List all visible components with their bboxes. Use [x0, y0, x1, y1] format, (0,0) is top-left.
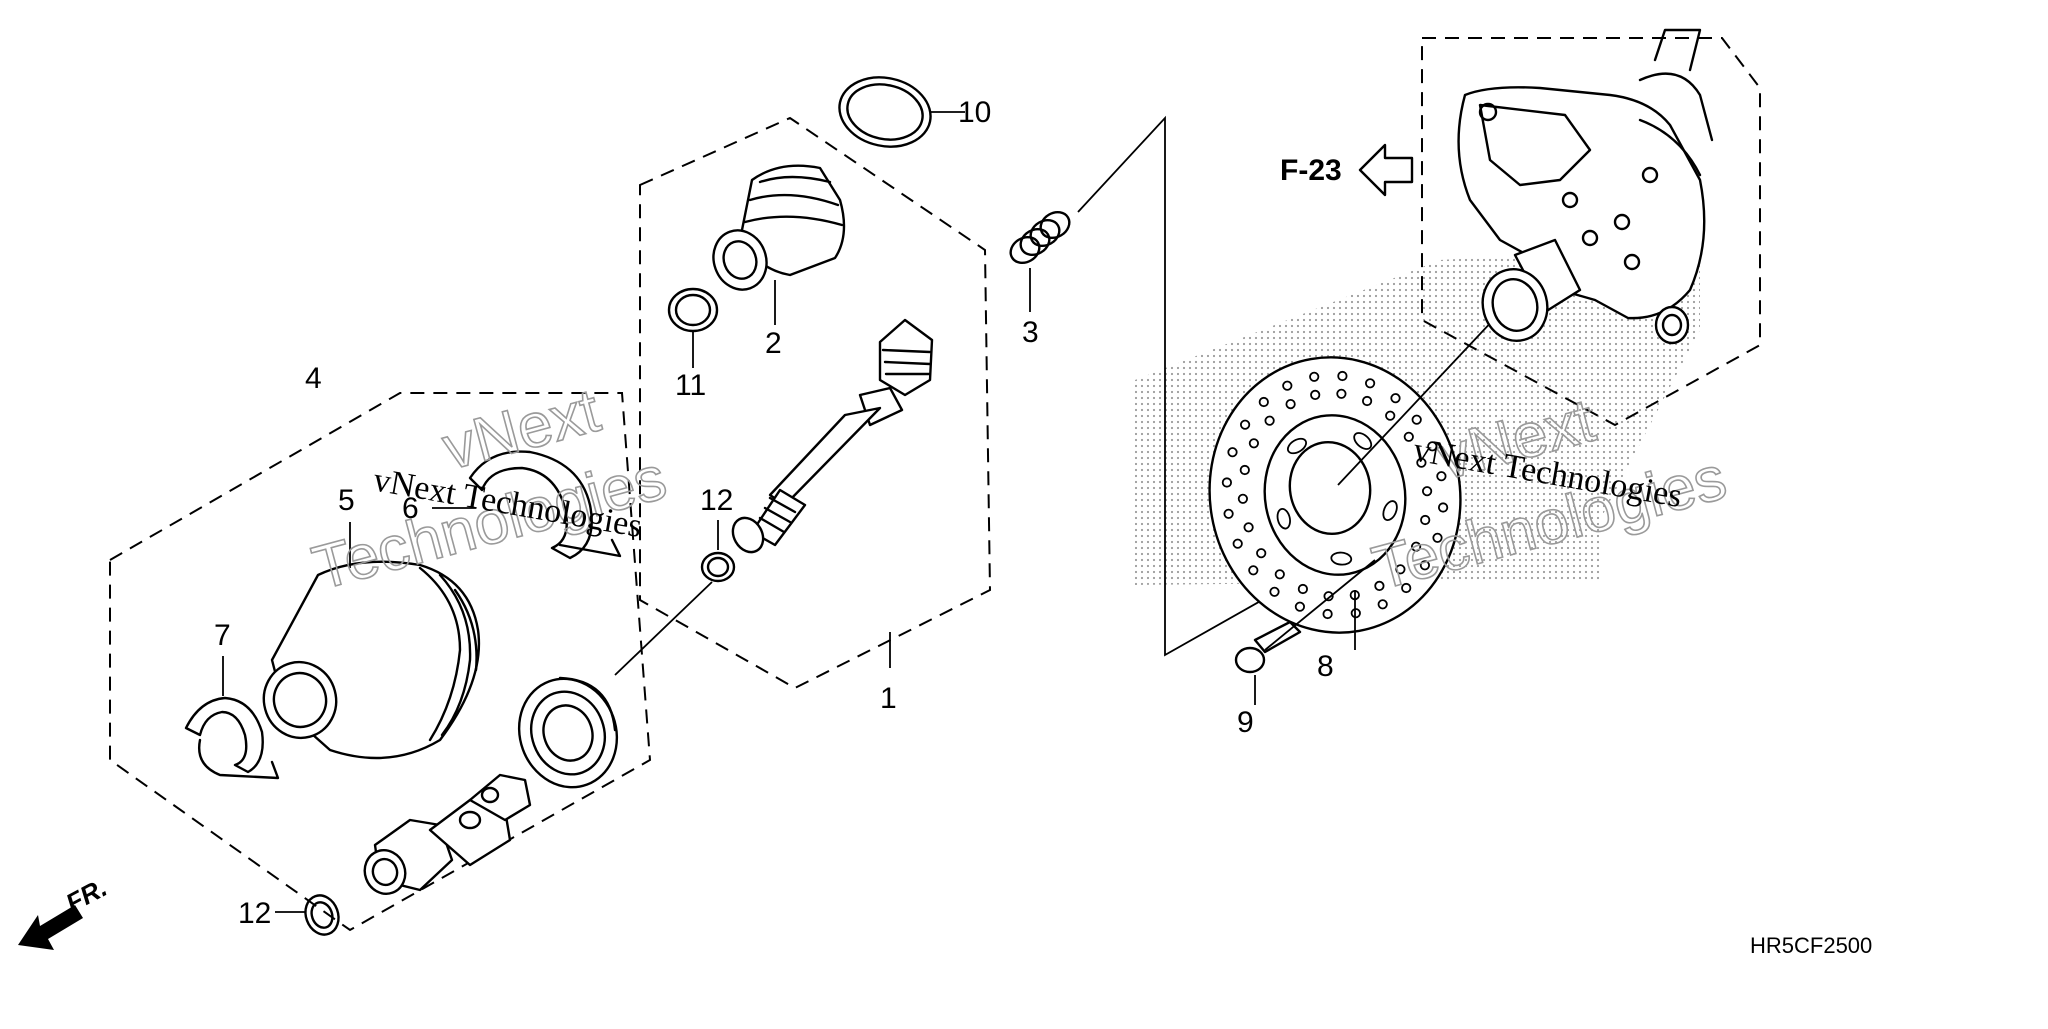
part-11-o-ring [667, 287, 719, 368]
disc-vent-hole [1248, 438, 1260, 449]
disc-vent-hole [1285, 398, 1296, 410]
group-boundary-boot-set [109, 392, 652, 932]
group-boundary-inner-joint [639, 116, 992, 690]
callout-5: 5 [338, 484, 355, 517]
universal-joint [363, 773, 532, 895]
part-7-small-clamp [184, 656, 280, 780]
disc-vent-hole [1419, 560, 1431, 571]
disc-vent-hole [1427, 441, 1438, 452]
disc-vent-hole [1403, 431, 1414, 442]
disc-vent-hole [1365, 378, 1376, 389]
callout-9: 9 [1237, 706, 1254, 739]
disc-vent-hole [1223, 508, 1234, 519]
disc-vent-hole [1264, 415, 1275, 426]
disc-vent-hole [1258, 396, 1269, 408]
callout-6: 6 [402, 492, 419, 525]
front-direction-indicator: FR. [18, 872, 112, 950]
callout-4: 4 [305, 362, 322, 395]
disc-vent-hole [1374, 580, 1385, 592]
disc-vent-hole [1240, 419, 1251, 430]
disc-vent-hole [1377, 599, 1388, 610]
disc-mounting-slot [1330, 551, 1353, 566]
disc-mounting-slot [1276, 507, 1291, 530]
part-2-inner-boot [712, 164, 846, 325]
part-1-inner-shaft [731, 318, 934, 668]
diagram-code: HR5CF2500 [1750, 933, 1872, 958]
disc-mounting-slot [1286, 437, 1308, 455]
disc-vent-hole [1221, 477, 1233, 488]
disc-vent-hole [1432, 532, 1443, 543]
disc-vent-hole [1411, 414, 1422, 425]
disc-mounting-slot [1353, 432, 1373, 450]
disc-vent-hole [1336, 388, 1347, 399]
disc-vent-hole [1322, 608, 1333, 620]
callout-8: 8 [1317, 650, 1334, 683]
disc-vent-hole [1385, 410, 1396, 421]
callout-12-upper: 12 [700, 484, 733, 517]
callout-3: 3 [1022, 316, 1039, 349]
disc-vent-hole [1422, 486, 1433, 497]
disc-vent-hole [1436, 471, 1447, 482]
disc-vent-hole [1309, 371, 1320, 382]
disc-vent-hole [1227, 447, 1238, 458]
disc-vent-hole [1310, 389, 1321, 400]
group-boundary-knuckle [1421, 37, 1761, 427]
disc-vent-hole [1362, 395, 1373, 407]
part-3-spring [1009, 210, 1071, 312]
disc-vent-hole [1416, 457, 1427, 468]
disc-vent-hole [1237, 493, 1249, 504]
disc-vent-hole [1401, 582, 1412, 594]
callout-2: 2 [765, 327, 782, 360]
disc-vent-hole [1243, 522, 1254, 533]
part-9-bolt [1234, 559, 1376, 705]
reference-bracket [1077, 115, 1281, 657]
disc-vent-hole [1337, 370, 1348, 382]
disc-vent-hole [1294, 601, 1306, 612]
disc-vent-hole [1282, 380, 1293, 391]
disc-vent-hole [1420, 514, 1431, 526]
disc-vent-hole [1269, 586, 1280, 597]
callout-12-lower: 12 [238, 897, 271, 930]
callout-1: 1 [880, 682, 897, 715]
callout-11: 11 [675, 369, 706, 402]
watermark-left: vNext Technologies vNext Technologies [305, 375, 674, 604]
callout-10: 10 [958, 96, 991, 129]
part-12-o-ring-lower [275, 894, 340, 936]
knuckle-hub-assembly [1457, 28, 1714, 345]
reference-arrow-label: F-23 [1280, 154, 1342, 187]
hollow-left-arrow-icon [1358, 143, 1414, 197]
disc-vent-hole [1232, 538, 1243, 549]
disc-vent-hole [1438, 502, 1449, 513]
disc-mounting-slot [1382, 500, 1398, 522]
disc-vent-hole [1248, 565, 1259, 576]
callout-7: 7 [214, 619, 231, 652]
disc-vent-hole [1274, 569, 1285, 580]
front-arrow-icon [18, 905, 83, 950]
disc-vent-hole [1239, 464, 1250, 476]
disc-vent-hole [1297, 583, 1309, 595]
reference-arrow: F-23 [1280, 143, 1414, 197]
part-12-o-ring-upper [614, 520, 736, 676]
disc-vent-hole [1323, 591, 1334, 602]
disc-vent-hole [1411, 541, 1422, 552]
disc-vent-hole [1390, 393, 1401, 404]
part-10-o-ring [838, 76, 965, 148]
bearing [517, 676, 619, 789]
part-5-outer-boot [262, 522, 481, 760]
disc-vent-hole [1256, 548, 1267, 559]
disc-vent-hole [1395, 564, 1406, 575]
part-8-brake-disc [1208, 299, 1513, 650]
part-6-band-clamp [432, 450, 622, 560]
